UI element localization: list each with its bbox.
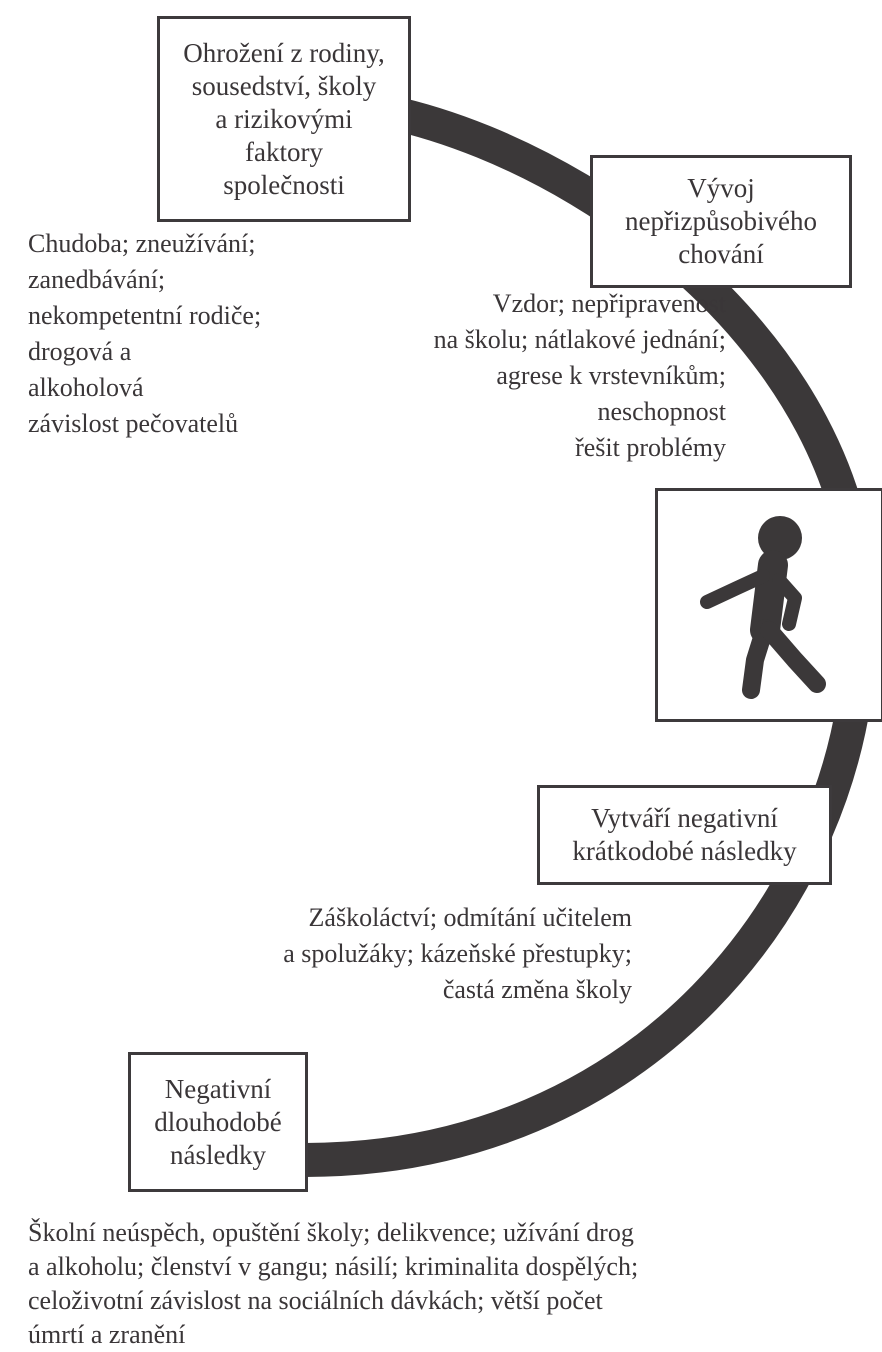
stage-detail-threats: Chudoba; zneužívání; zanedbávání; nekomp… — [28, 226, 358, 442]
stage-detail-long-term-consequences: Školní neúspěch, opuštění školy; delikve… — [28, 1216, 858, 1352]
walking-person-icon — [699, 516, 826, 699]
stage-title-line: a rizikovými — [215, 103, 353, 134]
stage-detail-line: a alkoholu; členství v gangu; násilí; kr… — [28, 1252, 639, 1281]
stage-detail-line: na školu; nátlakové jednání; — [433, 325, 726, 354]
stage-detail-line: neschopnost — [597, 397, 726, 426]
stage-title-line: Ohrožení z rodiny, — [183, 37, 385, 68]
stage-detail-maladaptive-behavior: Vzdor; nepřipravenost na školu; nátlakov… — [330, 286, 726, 466]
stage-detail-line: celoživotní závislost na sociálních dávk… — [28, 1286, 603, 1315]
stage-detail-line: alkoholová — [28, 373, 144, 402]
stage-detail-line: zanedbávání; — [28, 265, 166, 294]
stage-detail-line: úmrtí a zranění — [28, 1320, 186, 1349]
stage-title-line: Vývoj — [687, 173, 755, 203]
stage-detail-line: agrese k vrstevníkům; — [496, 361, 726, 390]
stage-detail-line: Záškoláctví; odmítání učitelem — [308, 903, 632, 932]
stage-title-line: Negativní — [164, 1073, 272, 1104]
stage-detail-short-term-consequences: Záškoláctví; odmítání učitelem a spolužá… — [190, 900, 632, 1008]
figure-box — [655, 488, 882, 722]
stage-detail-line: nekompetentní rodiče; — [28, 301, 262, 330]
stage-detail-line: drogová a — [28, 337, 132, 366]
stage-box-maladaptive-behavior: Vývoj nepřizpůsobivého chování — [590, 155, 852, 288]
stage-title-line: následky — [170, 1139, 266, 1170]
stage-title-line: dlouhodobé — [154, 1106, 282, 1137]
stage-title-line: krátkodobé následky — [572, 836, 797, 866]
stage-title-line: sousedství, školy — [191, 70, 377, 101]
stage-detail-line: Školní neúspěch, opuštění školy; delikve… — [28, 1218, 634, 1247]
stage-title-line: Vytváří negativní — [591, 803, 778, 833]
stage-title-line: chování — [678, 239, 764, 269]
stage-detail-line: častá změna školy — [442, 975, 632, 1004]
stage-detail-line: řešit problémy — [575, 433, 726, 462]
stage-box-short-term-consequences: Vytváří negativní krátkodobé následky — [537, 785, 832, 885]
stage-box-threats: Ohrožení z rodiny, sousedství, školy a r… — [157, 16, 411, 222]
stage-detail-line: Chudoba; zneužívání; — [28, 229, 256, 258]
stage-detail-line: Vzdor; nepřipravenost — [492, 289, 726, 318]
stage-title-line: nepřizpůsobivého — [625, 206, 817, 236]
stage-title-line: společnosti — [223, 169, 345, 200]
stage-title-line: faktory — [245, 136, 323, 167]
stage-box-long-term-consequences: Negativní dlouhodobé následky — [128, 1052, 308, 1192]
stage-detail-line: závislost pečovatelů — [28, 409, 239, 438]
stage-detail-line: a spolužáky; kázeňské přestupky; — [283, 939, 632, 968]
